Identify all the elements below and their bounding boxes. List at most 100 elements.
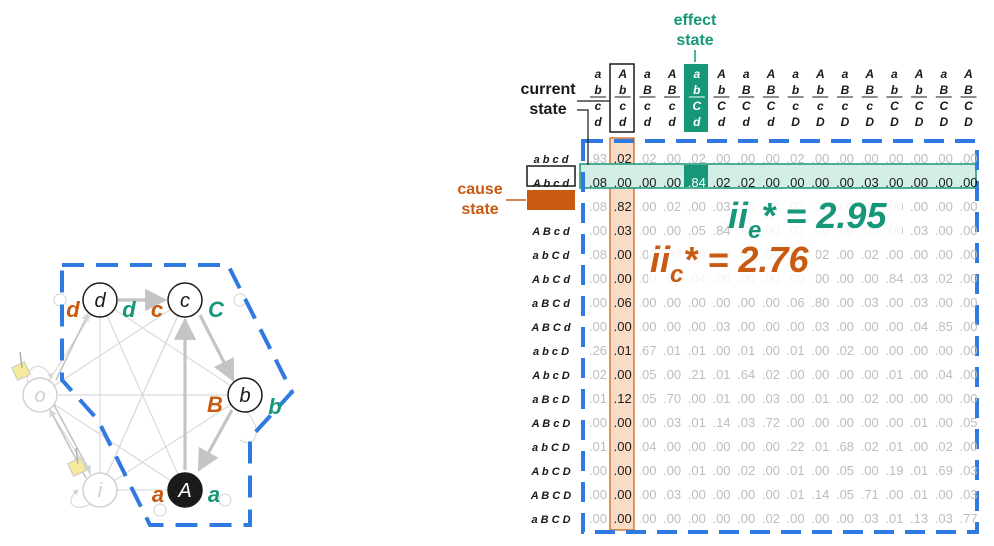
matrix-cell: .00 bbox=[836, 247, 854, 262]
matrix-cell: .00 bbox=[836, 175, 854, 190]
current-state-column-header bbox=[609, 63, 635, 133]
matrix-cell: .00 bbox=[688, 295, 706, 310]
cause-state-label-2: state bbox=[461, 201, 498, 218]
cause-column-highlight bbox=[609, 137, 635, 531]
matrix-cell: .00 bbox=[885, 415, 903, 430]
matrix-cell: .00 bbox=[638, 415, 656, 430]
matrix-cell: .03 bbox=[910, 223, 928, 238]
matrix-cell: .03 bbox=[762, 391, 780, 406]
matrix-cell: .02 bbox=[688, 151, 706, 166]
column-header-letter: D bbox=[791, 115, 800, 129]
matrix-cell: .08 bbox=[589, 199, 607, 214]
matrix-cell: .00 bbox=[737, 319, 755, 334]
matrix-cell: .00 bbox=[836, 151, 854, 166]
matrix-cell: .04 bbox=[910, 319, 928, 334]
column-header-letter: b bbox=[594, 83, 601, 97]
column-header-letter: A bbox=[963, 67, 973, 81]
matrix-cell: .00 bbox=[614, 175, 632, 190]
column-header-letter: b bbox=[693, 83, 700, 97]
ii-e-value: iie* = 2.95 bbox=[728, 195, 887, 244]
matrix-cell: .00 bbox=[737, 511, 755, 526]
matrix-cell: .05 bbox=[638, 391, 656, 406]
matrix-cell: .00 bbox=[638, 463, 656, 478]
matrix-cell: .00 bbox=[762, 319, 780, 334]
column-header-letter: B bbox=[964, 83, 973, 97]
matrix-cell: .02 bbox=[589, 367, 607, 382]
column-header-letter: B bbox=[865, 83, 874, 97]
matrix-cell: .00 bbox=[614, 463, 632, 478]
matrix-cell: .00 bbox=[737, 151, 755, 166]
matrix-cell: .02 bbox=[861, 247, 879, 262]
matrix-cell: .00 bbox=[638, 295, 656, 310]
matrix-cell: .00 bbox=[885, 319, 903, 334]
matrix-cell: .00 bbox=[861, 151, 879, 166]
matrix-cell: .68 bbox=[836, 439, 854, 454]
matrix-cell: .00 bbox=[836, 295, 854, 310]
matrix-cell: .01 bbox=[885, 511, 903, 526]
matrix-cell: .02 bbox=[861, 439, 879, 454]
matrix-cell: .00 bbox=[737, 391, 755, 406]
column-header-letter: C bbox=[890, 99, 899, 113]
cause-state-row-box bbox=[527, 190, 575, 210]
column-header-letter: c bbox=[644, 99, 651, 113]
matrix-cell: .00 bbox=[638, 511, 656, 526]
matrix-cell: .02 bbox=[712, 175, 730, 190]
matrix-cell: .00 bbox=[885, 295, 903, 310]
column-header-letter: C bbox=[964, 99, 973, 113]
matrix-cell: .00 bbox=[762, 151, 780, 166]
column-header-letter: D bbox=[865, 115, 874, 129]
matrix-cell: .02 bbox=[935, 271, 953, 286]
node-i: i bbox=[82, 472, 118, 508]
matrix-cell: .05 bbox=[638, 367, 656, 382]
matrix-cell: .00 bbox=[638, 223, 656, 238]
matrix-cell: .00 bbox=[959, 151, 977, 166]
row-header: a b C d bbox=[533, 250, 570, 262]
matrix-cell: .00 bbox=[663, 151, 681, 166]
matrix-cell: .00 bbox=[663, 175, 681, 190]
node-c-cause-label: c bbox=[151, 297, 163, 322]
column-header-letter: A bbox=[617, 67, 627, 81]
column-header-letter: c bbox=[595, 99, 602, 113]
matrix-cell: .03 bbox=[614, 223, 632, 238]
matrix-cell: .08 bbox=[589, 247, 607, 262]
column-header-letter: B bbox=[643, 83, 652, 97]
matrix-cell: .64 bbox=[737, 367, 755, 382]
matrix-cell: .00 bbox=[910, 199, 928, 214]
matrix-cell: .00 bbox=[663, 367, 681, 382]
matrix-cell: .01 bbox=[787, 487, 805, 502]
matrix-cell: .00 bbox=[861, 319, 879, 334]
node-b-cause-label: B bbox=[207, 392, 223, 417]
matrix-cell: .01 bbox=[663, 343, 681, 358]
mechanism-matrix-boundary bbox=[581, 139, 979, 534]
column-header-letter: b bbox=[718, 83, 725, 97]
matrix-cell: .00 bbox=[935, 415, 953, 430]
matrix-cell: .00 bbox=[910, 175, 928, 190]
matrix-cell: .03 bbox=[861, 295, 879, 310]
matrix-cell: .00 bbox=[762, 487, 780, 502]
matrix-cell: .00 bbox=[836, 367, 854, 382]
matrix-cell: .01 bbox=[688, 463, 706, 478]
column-header-letter: d bbox=[668, 115, 676, 129]
matrix-cell: .02 bbox=[638, 151, 656, 166]
matrix-cell: .00 bbox=[811, 463, 829, 478]
matrix-cell: .26 bbox=[589, 343, 607, 358]
column-header-letter: D bbox=[915, 115, 924, 129]
matrix-cell: .00 bbox=[935, 487, 953, 502]
matrix-cell: .00 bbox=[688, 487, 706, 502]
matrix-cell: .00 bbox=[959, 319, 977, 334]
node-label: c bbox=[180, 290, 190, 312]
column-header-letter: A bbox=[914, 67, 924, 81]
column-header-letter: D bbox=[890, 115, 899, 129]
matrix-cell: .00 bbox=[737, 439, 755, 454]
matrix-cell: .00 bbox=[861, 463, 879, 478]
matrix-cell: .02 bbox=[787, 151, 805, 166]
matrix-cell: .00 bbox=[935, 199, 953, 214]
matrix-cell: .22 bbox=[787, 439, 805, 454]
matrix-cell: .00 bbox=[910, 151, 928, 166]
matrix-cell: .00 bbox=[762, 463, 780, 478]
matrix-cell: .00 bbox=[712, 487, 730, 502]
matrix-cell: .00 bbox=[836, 415, 854, 430]
matrix-cell: .02 bbox=[663, 199, 681, 214]
matrix-cell: .00 bbox=[589, 415, 607, 430]
column-header-letter: a bbox=[644, 67, 651, 81]
